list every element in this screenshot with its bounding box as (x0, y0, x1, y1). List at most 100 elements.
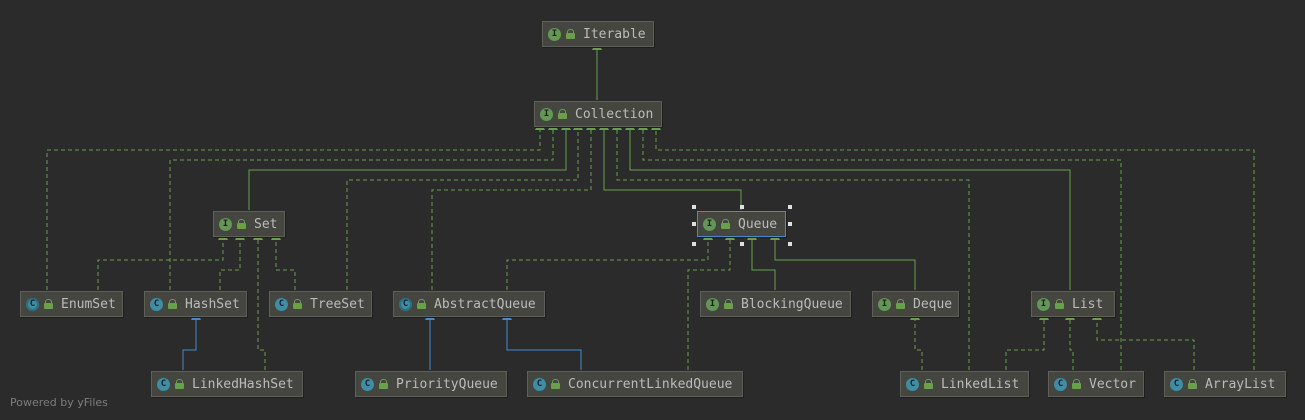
node-treeset[interactable]: C TreeSet (269, 291, 372, 317)
lock-icon (379, 379, 388, 389)
node-label: LinkedHashSet (192, 376, 294, 392)
lock-icon (924, 379, 933, 389)
edge-concurrentlinkedqueue-to-abstractqueue (502, 310, 582, 370)
node-label: TreeSet (310, 296, 365, 312)
node-concurrentlinkedqueue[interactable]: C ConcurrentLinkedQueue (527, 371, 743, 397)
node-label: HashSet (185, 296, 240, 312)
class-icon: C (1054, 377, 1067, 391)
lock-icon (1188, 379, 1197, 389)
lock-icon (551, 379, 560, 389)
edge-queue-to-collection (599, 120, 742, 210)
edge-linkedhashset-to-set (253, 230, 266, 370)
node-hashset[interactable]: C HashSet (144, 291, 247, 317)
selection-handle[interactable] (788, 222, 792, 226)
edge-arraylist-to-list (1092, 310, 1195, 370)
abstract-class-icon: C (26, 297, 39, 311)
node-deque[interactable]: I Deque (872, 291, 959, 317)
class-icon: C (361, 377, 374, 391)
powered-by-footer: Powered by yFiles (10, 396, 108, 409)
lock-icon (293, 299, 302, 309)
interface-icon: I (548, 27, 561, 41)
selection-handle[interactable] (740, 205, 744, 209)
selection-handle[interactable] (692, 205, 696, 209)
interface-icon: I (1037, 297, 1050, 311)
edge-abstractqueue-to-queue (506, 230, 713, 290)
class-icon: C (275, 297, 288, 311)
lock-icon (721, 219, 730, 229)
interface-icon: I (703, 217, 716, 231)
node-collection[interactable]: I Collection (534, 101, 662, 127)
node-label: ArrayList (1205, 376, 1276, 392)
interface-icon: I (878, 297, 891, 311)
interface-icon: I (540, 107, 553, 121)
class-icon: C (533, 377, 546, 391)
selection-handle[interactable] (788, 242, 792, 246)
class-icon: C (906, 377, 919, 391)
node-label: PriorityQueue (396, 376, 498, 392)
node-label: LinkedList (941, 376, 1020, 392)
lock-icon (558, 109, 567, 119)
node-label: ConcurrentLinkedQueue (568, 376, 733, 392)
edge-enumset-to-collection (46, 120, 545, 290)
node-label: AbstractQueue (434, 296, 536, 312)
abstract-class-icon: C (399, 297, 412, 311)
node-label: Iterable (583, 26, 646, 42)
lock-icon (417, 299, 426, 309)
lock-icon (168, 299, 177, 309)
edge-linkedlist-to-deque (910, 310, 923, 370)
edge-arraylist-to-collection (651, 120, 1255, 370)
lock-icon (896, 299, 905, 309)
edge-linkedlist-to-collection (612, 120, 970, 370)
edge-enumset-to-set (97, 230, 228, 290)
lock-icon (566, 29, 575, 39)
edge-blockingqueue-to-queue (747, 230, 776, 290)
node-set[interactable]: I Set (213, 211, 285, 237)
node-linkedlist[interactable]: C LinkedList (900, 371, 1029, 397)
edge-hashset-to-set (219, 230, 245, 290)
edge-deque-to-queue (770, 230, 916, 290)
edge-linkedhashset-to-hashset (182, 310, 201, 370)
lock-icon (237, 219, 246, 229)
node-label: Deque (913, 296, 953, 312)
selection-handle[interactable] (740, 242, 744, 246)
lock-icon (175, 379, 184, 389)
node-label: Vector (1089, 376, 1136, 392)
edge-concurrentlinkedqueue-to-queue (687, 230, 735, 370)
edge-set-to-collection (248, 120, 571, 210)
class-icon: C (150, 297, 163, 311)
lock-icon (1055, 299, 1064, 309)
node-label: Set (254, 216, 278, 232)
edge-abstractqueue-to-collection (431, 120, 596, 290)
node-linkedhashset[interactable]: C LinkedHashSet (151, 371, 303, 397)
node-blockingqueue[interactable]: I BlockingQueue (700, 291, 851, 317)
node-label: EnumSet (61, 296, 116, 312)
node-vector[interactable]: C Vector (1048, 371, 1144, 397)
edge-treeset-to-set (271, 230, 296, 290)
selection-handle[interactable] (692, 222, 696, 226)
node-priorityqueue[interactable]: C PriorityQueue (355, 371, 507, 397)
edge-list-to-collection (625, 120, 1071, 290)
lock-icon (1072, 379, 1081, 389)
node-label: Queue (738, 216, 778, 232)
lock-icon (44, 299, 53, 309)
edge-vector-to-collection (638, 120, 1122, 370)
node-list[interactable]: I List (1031, 291, 1115, 317)
selection-handle[interactable] (692, 242, 696, 246)
node-label: Collection (575, 106, 654, 122)
edge-treeset-to-collection (346, 120, 583, 290)
node-enumset[interactable]: C EnumSet (20, 291, 123, 317)
node-arraylist[interactable]: C ArrayList (1164, 371, 1286, 397)
class-icon: C (157, 377, 170, 391)
node-label: List (1072, 296, 1104, 312)
edge-linkedlist-to-list (1005, 310, 1049, 370)
lock-icon (724, 299, 733, 309)
edge-vector-to-list (1065, 310, 1075, 370)
node-iterable[interactable]: I Iterable (542, 21, 654, 47)
selection-handle[interactable] (788, 205, 792, 209)
edge-hashset-to-collection (169, 120, 558, 290)
node-abstractqueue[interactable]: C AbstractQueue (393, 291, 545, 317)
node-label: BlockingQueue (741, 296, 843, 312)
class-icon: C (1170, 377, 1183, 391)
node-queue[interactable]: I Queue (697, 211, 786, 237)
